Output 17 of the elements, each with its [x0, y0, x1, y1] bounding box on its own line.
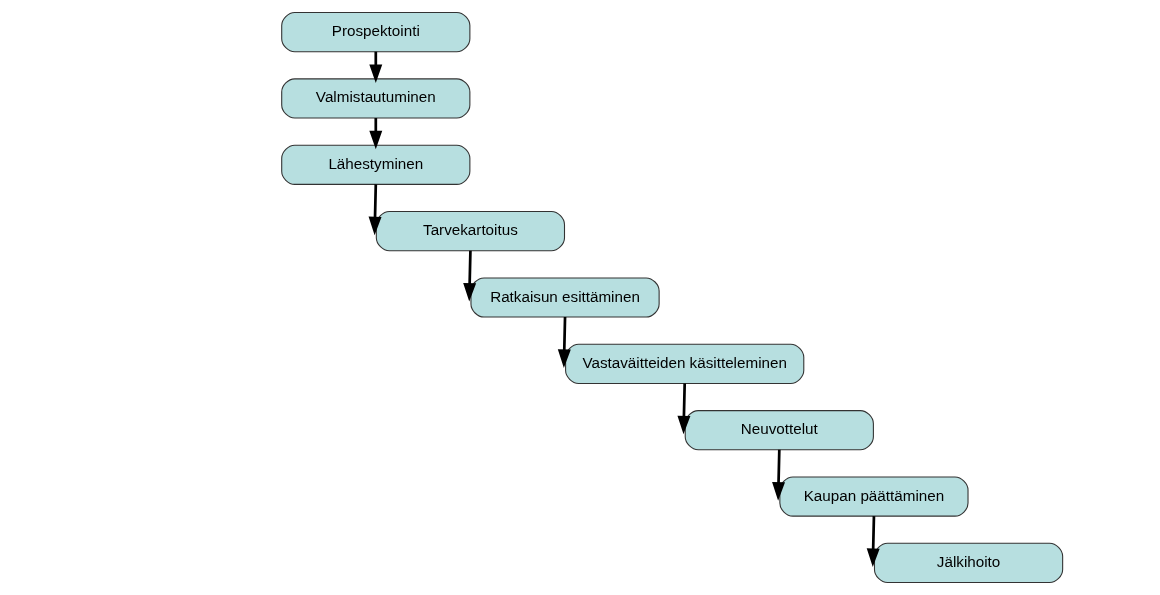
arrow: [557, 317, 571, 368]
node-box: Neuvottelut: [684, 410, 874, 451]
node-box: Vastaväitteiden käsitteleminen: [565, 343, 805, 384]
arrow: [369, 51, 383, 83]
node-box: Jälkihoito: [873, 542, 1064, 583]
node-box: Lähestyminen: [281, 144, 471, 185]
node-box: Prospektointi: [281, 12, 471, 53]
arrow: [368, 184, 382, 236]
arrow: [772, 449, 786, 501]
node-box: Valmistautuminen: [281, 78, 471, 119]
arrow: [677, 383, 691, 435]
node-box: Tarvekartoitus: [375, 211, 566, 252]
node-box: Kaupan päättäminen: [779, 476, 969, 517]
arrow: [463, 250, 477, 302]
arrow: [866, 516, 880, 567]
arrow: [369, 118, 383, 150]
node-box: Ratkaisun esittäminen: [470, 277, 660, 318]
